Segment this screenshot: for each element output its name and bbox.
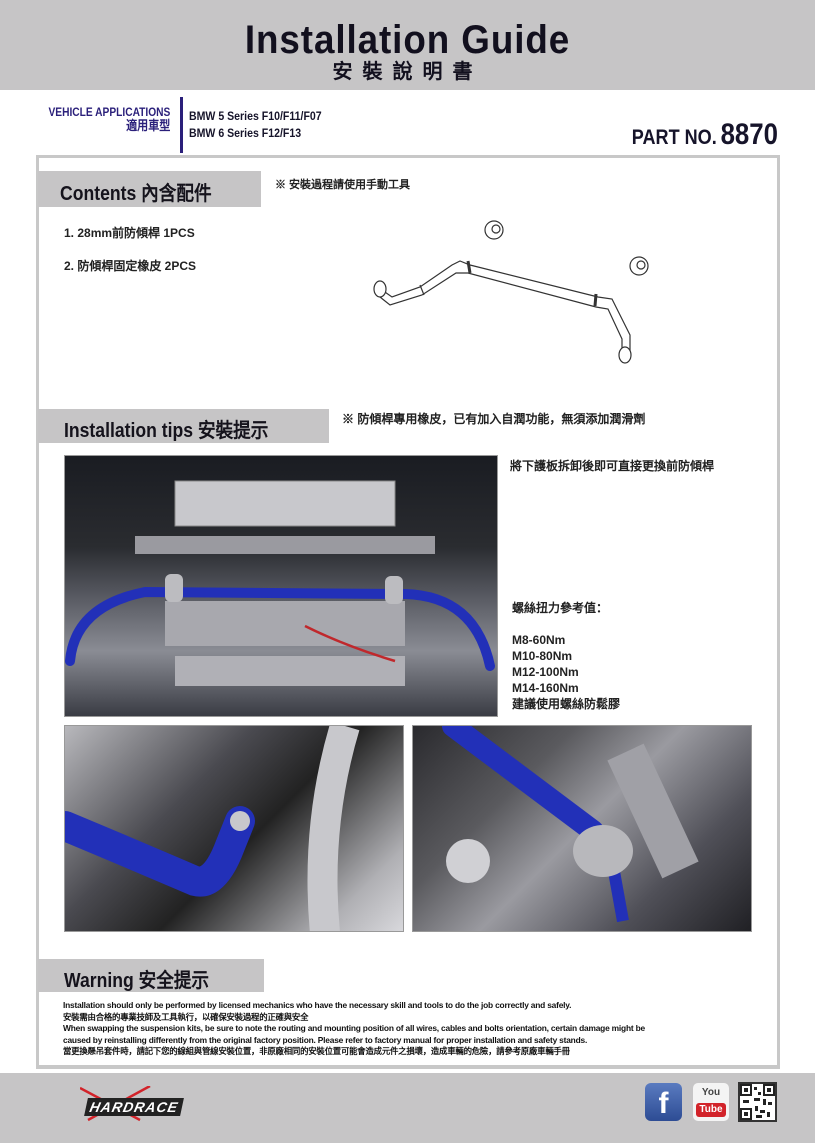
youtube-you-text: You (701, 1087, 721, 1098)
facebook-icon[interactable]: f (645, 1083, 682, 1121)
vehicle-applications-label: VEHICLE APPLICATIONS 適用車型 (48, 105, 170, 133)
sway-bar-end-link-illustration (65, 726, 360, 931)
contents-list: 1. 28mm前防傾桿 1PCS 2. 防傾桿固定橡皮 2PCS (64, 224, 196, 290)
qr-code-pattern (740, 1084, 775, 1120)
part-number-value: 8870 (720, 118, 778, 151)
warning-line: caused by reinstalling differently from … (63, 1034, 588, 1045)
bushing-icon (629, 256, 649, 276)
vehicle-applications-zh: 適用車型 (125, 118, 170, 133)
contents-heading: Contents 內含配件 (38, 171, 261, 207)
qr-code-icon[interactable] (738, 1082, 777, 1122)
page-title: Installation Guide (244, 18, 571, 62)
vehicle-models: BMW 5 Series F10/F11/F07 BMW 6 Series F1… (189, 108, 322, 142)
torque-note: 建議使用螺絲防鬆膠 (512, 697, 621, 711)
youtube-icon[interactable]: You Tube (693, 1083, 729, 1121)
vehicle-applications-en: VEHICLE APPLICATIONS (48, 105, 170, 119)
sway-bar-bushing-illustration (442, 726, 699, 923)
contents-item: 1. 28mm前防傾桿 1PCS (64, 226, 195, 240)
torque-title: 螺絲扭力參考值： (512, 601, 609, 615)
warning-heading-text: Warning 安全提示 (64, 970, 210, 992)
warning-line: 當更換懸吊套件時，請記下您的線組與管線安裝位置，非原廠相同的安裝位置可能會造成元… (63, 1046, 570, 1057)
vehicle-divider (180, 97, 183, 153)
torque-value: M10-80Nm (512, 649, 573, 663)
sway-bar-end-link-photo (64, 725, 404, 932)
contents-item: 2. 防傾桿固定橡皮 2PCS (64, 259, 197, 273)
sway-bar-bushing-photo (412, 725, 752, 932)
page-title-zh: 安裝說明書 (332, 61, 483, 83)
installation-tips-heading-text: Installation tips 安裝提示 (64, 420, 269, 442)
contents-note: ※ 安裝過程請使用手動工具 (275, 179, 411, 191)
part-number-label: PART NO. (631, 126, 717, 149)
installation-tips-heading: Installation tips 安裝提示 (38, 409, 329, 443)
torque-reference: 螺絲扭力參考值： M8-60Nm M10-80Nm M12-100Nm M14-… (512, 600, 620, 712)
vehicle-model: BMW 6 Series F12/F13 (189, 126, 302, 140)
youtube-tube-text: Tube (696, 1103, 726, 1117)
warning-text: Installation should only be performed by… (63, 1000, 763, 1058)
hardrace-logo: HARDRACE (79, 1084, 210, 1122)
undercarriage-photo (64, 455, 498, 717)
brand-name: HARDRACE (84, 1098, 185, 1116)
sway-bar-diagram (373, 220, 649, 364)
undercarriage-photo-illustration (65, 480, 495, 686)
warning-line: When swapping the suspension kits, be su… (63, 1023, 645, 1034)
warning-heading: Warning 安全提示 (38, 959, 264, 992)
torque-value: M14-160Nm (512, 681, 579, 695)
installation-instruction: 將下護板拆卸後即可直接更換前防傾桿 (510, 459, 715, 473)
installation-tips-note: ※ 防傾桿專用橡皮，已有加入自潤功能，無須添加潤滑劑 (342, 412, 646, 426)
bushing-icon (484, 220, 504, 240)
torque-value: M12-100Nm (512, 665, 579, 679)
warning-line: 安裝需由合格的專業技師及工具執行，以確保安裝過程的正確與安全 (63, 1011, 309, 1022)
part-number: PART NO. 8870 (632, 118, 778, 152)
torque-value: M8-60Nm (512, 633, 566, 647)
contents-heading-text: Contents 內含配件 (60, 183, 212, 205)
vehicle-model: BMW 5 Series F10/F11/F07 (189, 109, 322, 123)
warning-line: Installation should only be performed by… (63, 1000, 572, 1010)
header-band: Installation Guide 安裝說明書 (0, 0, 815, 90)
